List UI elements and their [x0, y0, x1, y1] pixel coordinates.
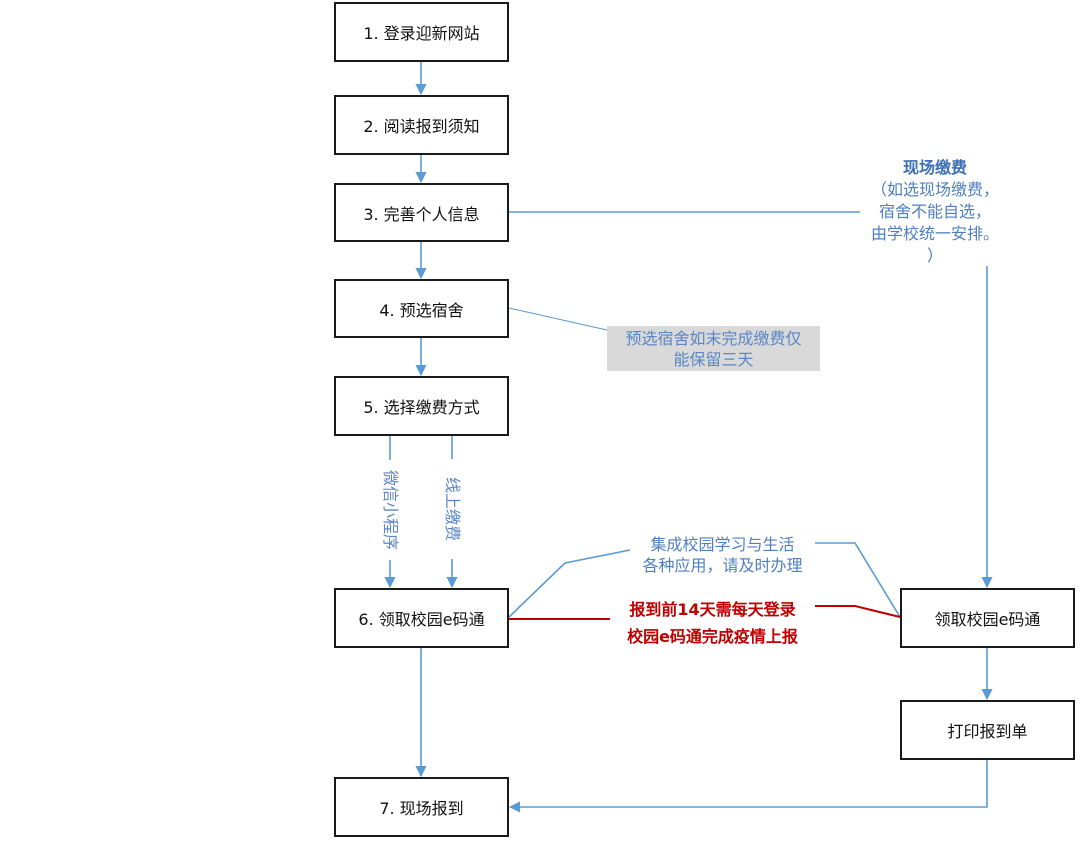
- dorm-note-line: 能保留三天: [673, 349, 754, 369]
- step-5-box: 5. 选择缴费方式: [334, 376, 509, 436]
- onsite-payment-line: 由学校统一安排。: [870, 224, 999, 243]
- onsite-payment-line: ）: [926, 246, 943, 265]
- step-3-box: 3. 完善个人信息: [334, 183, 509, 242]
- alert-line: 报到前14天需每天登录: [629, 600, 796, 619]
- dorm-reservation-note: 预选宿舍如末完成缴费仅 能保留三天: [607, 326, 820, 371]
- dorm-note-line: 预选宿舍如末完成缴费仅: [625, 328, 802, 348]
- step-4-box: 4. 预选宿舍: [334, 279, 509, 338]
- step-2-box: 2. 阅读报到须知: [334, 95, 509, 155]
- wechat-miniprogram-label: 微信小程序: [380, 460, 400, 560]
- onsite-payment-annotation: 现场缴费 （如选现场缴费， 宿舍不能自选， 由学校统一安排。 ）: [845, 157, 1025, 267]
- ecode-note-line: 集成校园学习与生活: [650, 535, 795, 554]
- onsite-payment-line: 宿舍不能自选，: [878, 202, 991, 221]
- onsite-payment-line: （如选现场缴费，: [870, 180, 999, 199]
- arrow-print-to-step7: [508, 760, 988, 813]
- dorm-note-connector: [508, 307, 608, 331]
- print-report-box: 打印报到单: [900, 700, 1075, 760]
- step-1-box: 1. 登录迎新网站: [334, 2, 509, 62]
- epidemic-report-alert: 报到前14天需每天登录 校园e码通完成疫情上报: [610, 596, 815, 650]
- onsite-payment-title: 现场缴费: [902, 158, 967, 177]
- alert-line: 校园e码通完成疫情上报: [627, 627, 798, 646]
- onsite-ecode-box: 领取校园e码通: [900, 588, 1075, 648]
- ecode-apps-note: 集成校园学习与生活 各种应用，请及时办理: [630, 534, 815, 576]
- step-6-box: 6. 领取校园e码通: [334, 588, 509, 648]
- ecode-note-connector-right: [805, 542, 901, 618]
- ecode-note-connector-left: [508, 547, 641, 618]
- alert-connector-right: [805, 605, 901, 618]
- ecode-note-line: 各种应用，请及时办理: [642, 556, 803, 575]
- online-payment-label: 线上缴费: [442, 459, 462, 559]
- step-7-box: 7. 现场报到: [334, 777, 509, 837]
